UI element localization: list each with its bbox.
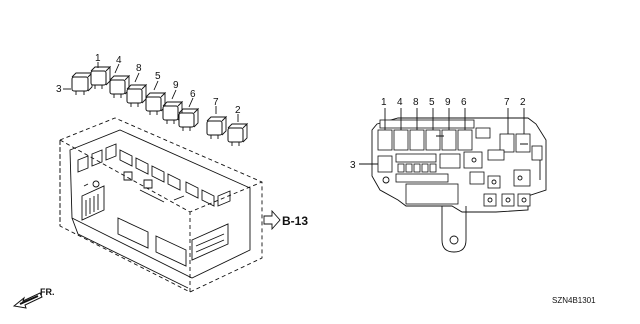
callout-6: 6 — [190, 89, 196, 100]
callout-4: 4 — [116, 55, 122, 66]
callout-right-6: 6 — [461, 97, 467, 108]
socket-4[interactable] — [393, 129, 409, 151]
callout-right-4: 4 — [397, 97, 403, 108]
callout-7: 7 — [213, 97, 219, 108]
relay-7[interactable] — [206, 115, 228, 139]
front-label: FR. — [40, 287, 55, 297]
part-code: SZN4B1301 — [552, 296, 596, 305]
leader-lines-left — [63, 62, 239, 122]
socket-7[interactable] — [499, 133, 515, 153]
callout-8: 8 — [136, 63, 142, 74]
callout-right-2: 2 — [520, 97, 526, 108]
relay-9[interactable] — [162, 100, 184, 124]
callout-right-5: 5 — [429, 97, 435, 108]
callout-1: 1 — [95, 53, 101, 64]
socket-2[interactable] — [515, 133, 531, 153]
socket-5[interactable] — [425, 129, 441, 151]
relay-8[interactable] — [126, 83, 148, 107]
socket-9[interactable] — [441, 129, 457, 151]
socket-6[interactable] — [457, 129, 473, 151]
callout-right-1: 1 — [381, 97, 387, 108]
callout-right-3: 3 — [350, 160, 356, 171]
leader-lines-right — [359, 108, 525, 165]
callout-3: 3 — [56, 84, 62, 95]
socket-8[interactable] — [409, 129, 425, 151]
socket-1[interactable] — [377, 129, 393, 151]
callout-5: 5 — [155, 71, 161, 82]
relay-3[interactable] — [71, 71, 94, 95]
relay-2[interactable] — [227, 122, 249, 146]
callout-9: 9 — [173, 80, 179, 91]
callout-right-9: 9 — [445, 97, 451, 108]
callout-right-7: 7 — [504, 97, 510, 108]
reference-label: B-13 — [282, 214, 308, 228]
reference-link-b13[interactable]: B-13 — [263, 209, 308, 231]
relay-1[interactable] — [90, 65, 112, 89]
relay-group-exploded: 1 3 4 8 5 9 6 7 2 — [56, 53, 249, 146]
callout-right-8: 8 — [413, 97, 419, 108]
callout-2: 2 — [235, 105, 241, 116]
relay-6[interactable] — [178, 107, 200, 131]
relay-box-housing[interactable] — [59, 117, 263, 293]
socket-3[interactable] — [377, 155, 393, 173]
relay-4[interactable] — [109, 74, 131, 98]
relay-box-assembled[interactable] — [371, 117, 547, 253]
front-direction-arrow: FR. — [12, 287, 55, 309]
relay-5[interactable] — [145, 91, 167, 115]
